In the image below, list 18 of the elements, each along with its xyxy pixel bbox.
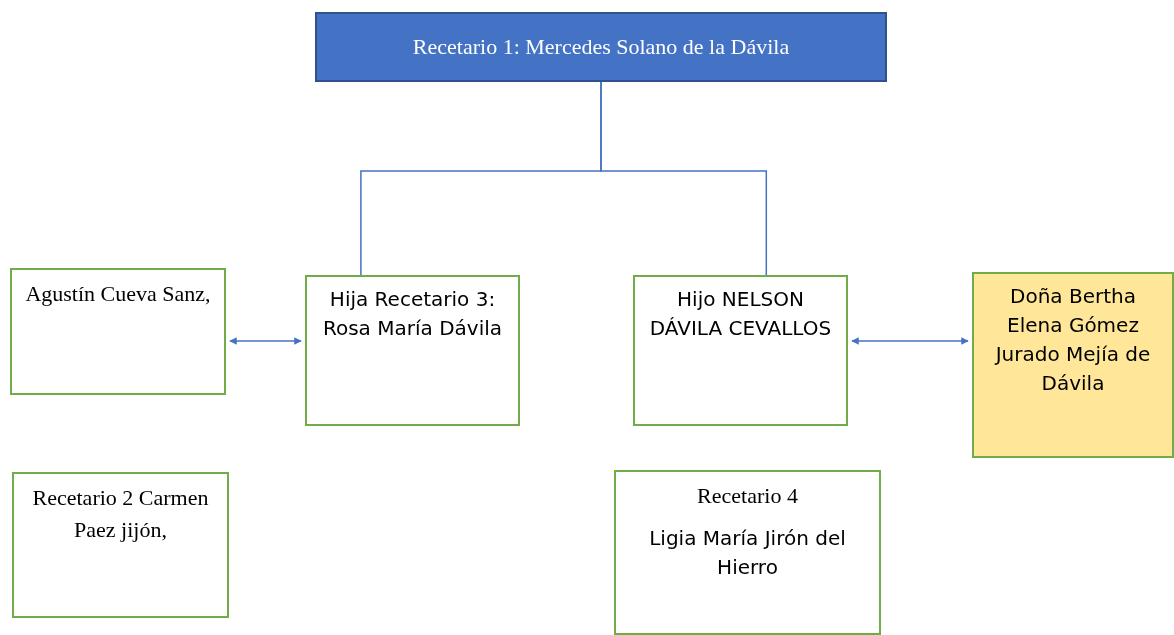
title-box <box>315 12 887 82</box>
double-arrow <box>229 337 302 345</box>
person-box <box>10 268 226 395</box>
person-box <box>633 275 848 426</box>
name-text: Recetario 4 <box>697 482 798 510</box>
double-arrow <box>851 337 969 345</box>
name-text: Recetario 1: Mercedes Solano de la Dávila <box>412 33 790 62</box>
subtitle-text: Ligia María Jirón del Hierro <box>648 524 847 581</box>
person-box <box>972 272 1174 458</box>
person-box <box>12 472 229 618</box>
name-text: Hija Recetario 3: Rosa María Dávila <box>321 286 503 342</box>
connector-line <box>600 81 768 276</box>
person-box <box>614 470 881 635</box>
name-text: Agustín Cueva Sanz, <box>25 280 211 308</box>
name-text: Hijo NELSON DÁVILA CEVALLOS <box>648 286 833 342</box>
name-text: Recetario 2 Carmen Paez jijón, <box>31 484 210 544</box>
person-box <box>305 275 520 426</box>
name-text: Doña Bertha Elena Gómez Jurado Mejía de Dávila <box>993 283 1152 397</box>
